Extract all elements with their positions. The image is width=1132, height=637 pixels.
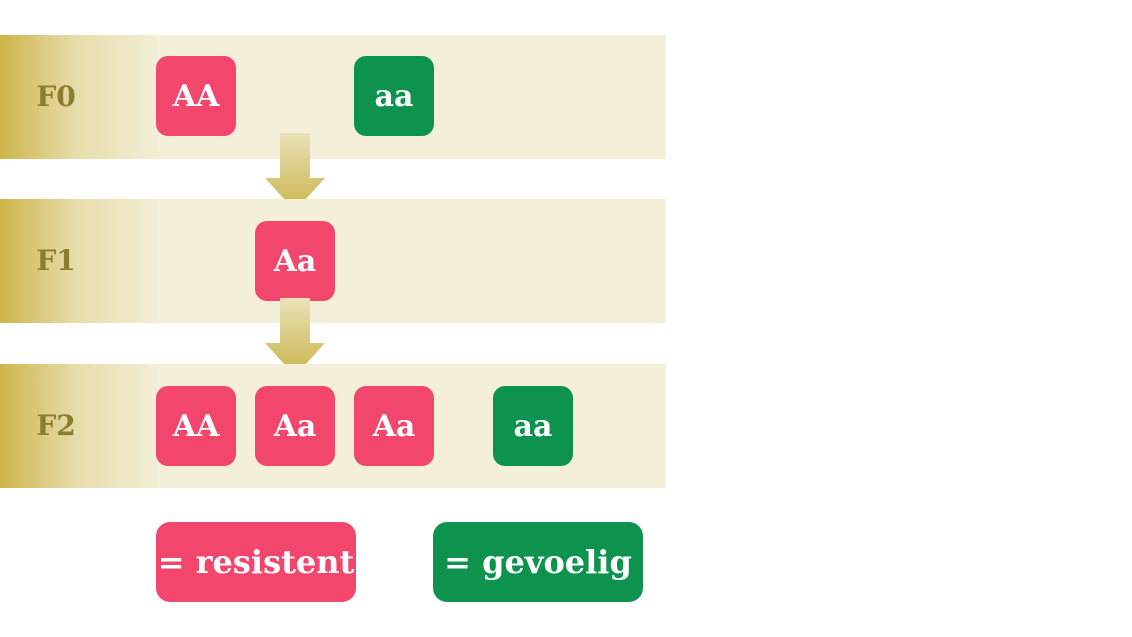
genotype-box-f1-1: Aa: [255, 221, 335, 301]
generation-band-f0: F0: [0, 35, 666, 159]
generation-label-f0: F0: [36, 80, 76, 113]
genotype-box-f2-2: Aa: [255, 386, 335, 466]
genotype-box-f2-1: AA: [156, 386, 236, 466]
genotype-box-f0-1: AA: [156, 56, 236, 136]
genotype-box-f2-4: aa: [493, 386, 573, 466]
arrow-down-icon: [265, 298, 325, 376]
legend-gevoelig: = gevoelig: [433, 522, 643, 602]
legend-resistent: = resistent: [156, 522, 356, 602]
generation-label-f2: F2: [36, 409, 76, 442]
genotype-box-f2-3: Aa: [354, 386, 434, 466]
genotype-box-f0-2: aa: [354, 56, 434, 136]
arrow-down-icon: [265, 133, 325, 211]
generation-label-f1: F1: [36, 244, 76, 277]
